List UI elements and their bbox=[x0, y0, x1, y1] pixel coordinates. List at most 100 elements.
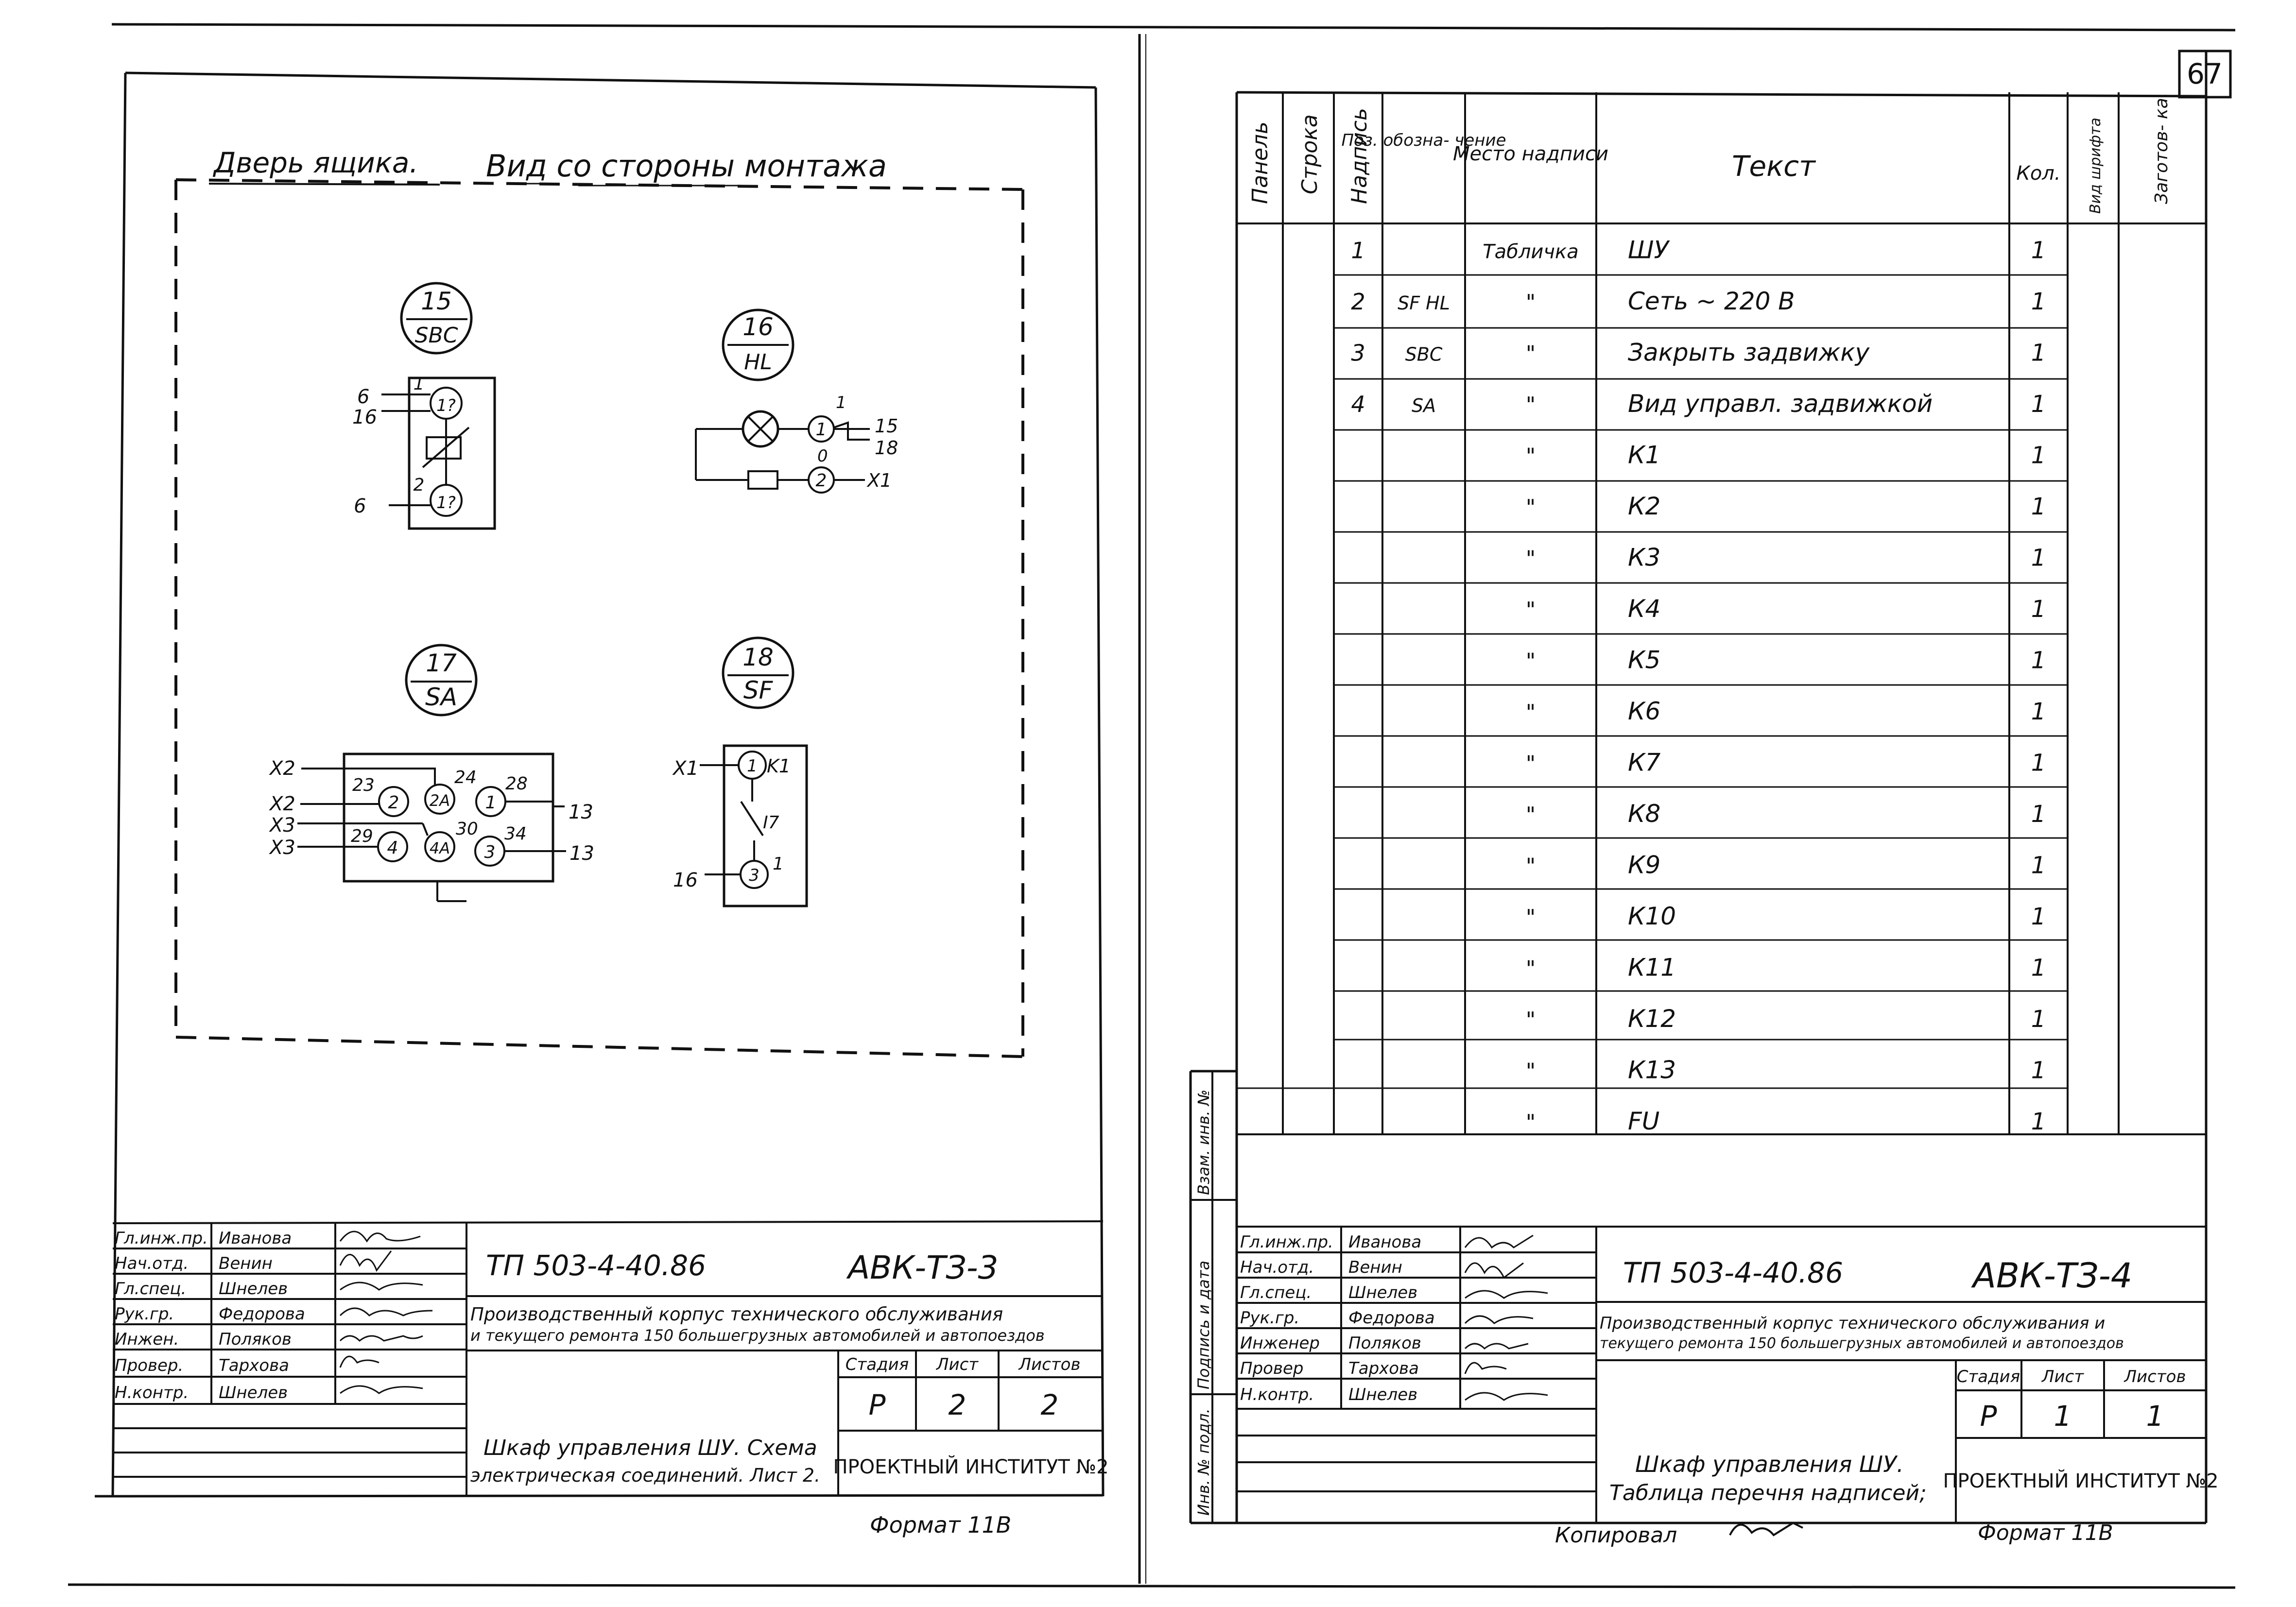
cell-text: К11 bbox=[1628, 954, 1676, 982]
cell-place: " bbox=[1526, 649, 1536, 674]
left-name-3: Федорова bbox=[219, 1304, 305, 1324]
col-qty: Кол. bbox=[2016, 162, 2060, 185]
table-row: " К2 1 bbox=[1526, 492, 2046, 520]
c18-ref: 18 bbox=[742, 643, 774, 671]
right-project-line2: текущего ремонта 150 большегрузных автом… bbox=[1600, 1335, 2124, 1352]
cell-qty: 1 bbox=[2031, 1006, 2046, 1033]
right-name-1: Венин bbox=[1348, 1258, 1402, 1277]
c18-i7: I7 bbox=[763, 813, 779, 833]
cell-place: " bbox=[1526, 495, 1536, 520]
cell-place: " bbox=[1526, 700, 1536, 725]
table-row: " К1 1 bbox=[1526, 441, 2046, 469]
left-stamp: Гл.инж.пр. Нач.отд. Гл.спец. Рук.гр. Инж… bbox=[112, 1220, 1109, 1496]
left-name-6: Шнелев bbox=[219, 1383, 288, 1402]
c16-label-1: 1 bbox=[836, 393, 846, 412]
c15-terminal-lower: 2 bbox=[414, 475, 425, 495]
right-signatures bbox=[1464, 1234, 1548, 1401]
left-sheet: 2 bbox=[949, 1388, 967, 1421]
c15-wire-6: 6 bbox=[357, 386, 369, 408]
side-label-2: Инв. № подл. bbox=[1194, 1408, 1213, 1516]
right-sheets: 1 bbox=[2146, 1400, 2164, 1433]
component-15-sbc: 15 SBC 1? 1? 1 2 6 16 6 bbox=[352, 282, 496, 530]
c18-k1: K1 bbox=[767, 755, 791, 777]
right-format: Формат 11В bbox=[1978, 1521, 2113, 1545]
left-sheet-header: Лист bbox=[935, 1355, 979, 1374]
left-name-0: Иванова bbox=[219, 1229, 292, 1248]
c16-wire-x1: X1 bbox=[866, 470, 892, 491]
c17-c2: 2 bbox=[388, 793, 399, 813]
cell-text: К2 bbox=[1628, 492, 1660, 520]
c17-name: SA bbox=[425, 683, 457, 711]
c15-name: SBC bbox=[415, 323, 458, 348]
cell-text: К4 bbox=[1628, 595, 1660, 623]
cell-place: " bbox=[1526, 803, 1536, 827]
cell-qty: 1 bbox=[2031, 1057, 2046, 1084]
cell-place: " bbox=[1526, 342, 1536, 366]
left-name-4: Поляков bbox=[219, 1330, 292, 1349]
cell-text: К1 bbox=[1628, 441, 1660, 469]
cell-place: " bbox=[1526, 854, 1536, 879]
left-drawing-line1: Шкаф управления ШУ. Схема bbox=[483, 1436, 817, 1460]
table-header: Панель Строка Надпись Поз. обозна- чение… bbox=[1248, 92, 2172, 214]
copied-signature bbox=[1729, 1522, 1803, 1537]
cell-position: SF HL bbox=[1398, 292, 1450, 314]
right-stage: Р bbox=[1980, 1400, 1997, 1433]
cell-qty: 1 bbox=[2031, 801, 2046, 828]
left-view-label: Вид со стороны монтажа bbox=[486, 148, 887, 184]
left-role-6: Н.контр. bbox=[115, 1383, 189, 1402]
right-name-6: Шнелев bbox=[1348, 1385, 1417, 1404]
inscriptions-table-grid bbox=[1237, 92, 2207, 1135]
c16-node-2: 2 bbox=[816, 471, 827, 491]
cell-place: " bbox=[1526, 957, 1536, 981]
c17-x3b: X3 bbox=[269, 837, 295, 859]
right-role-2: Гл.спец. bbox=[1240, 1283, 1312, 1302]
c18-w16: 16 bbox=[673, 869, 698, 891]
cell-qty: 1 bbox=[2031, 493, 2046, 520]
cell-place: " bbox=[1526, 547, 1536, 571]
c17-c4: 4 bbox=[387, 838, 398, 858]
left-name-5: Тархова bbox=[219, 1356, 289, 1375]
cell-place: " bbox=[1526, 290, 1536, 315]
cell-inscription-no: 3 bbox=[1351, 340, 1365, 366]
c17-c3: 3 bbox=[484, 842, 496, 862]
c17-t29: 29 bbox=[351, 826, 373, 846]
c16-wire-18: 18 bbox=[875, 437, 898, 459]
left-title: Дверь ящика. bbox=[212, 146, 418, 179]
left-role-1: Нач.отд. bbox=[115, 1254, 189, 1273]
cell-text: К7 bbox=[1628, 749, 1660, 777]
cell-place: " bbox=[1526, 905, 1536, 930]
cell-qty: 1 bbox=[2031, 442, 2046, 469]
left-doc-code: ТП 503-4-40.86 bbox=[486, 1249, 706, 1282]
cell-text: К3 bbox=[1628, 544, 1660, 572]
right-name-3: Федорова bbox=[1348, 1308, 1435, 1328]
cell-place: " bbox=[1526, 1059, 1536, 1084]
cell-place: " bbox=[1526, 444, 1536, 469]
c17-t23: 23 bbox=[352, 775, 375, 795]
cell-text: Сеть ~ 220 В bbox=[1628, 287, 1795, 315]
c18-one: 1 bbox=[773, 854, 784, 874]
cell-text: К8 bbox=[1628, 800, 1660, 828]
right-sheet-code: АВК-ТЗ-4 bbox=[1971, 1256, 2132, 1296]
left-name-2: Шнелев bbox=[219, 1279, 288, 1299]
left-sheets: 2 bbox=[1041, 1388, 1059, 1421]
right-stamp: Гл.инж.пр. Нач.отд. Гл.спец. Рук.гр. Инж… bbox=[1237, 1226, 2219, 1523]
col-inscription: Надпись bbox=[1347, 108, 1372, 204]
left-format: Формат 11В bbox=[870, 1512, 1011, 1538]
c17-x2b: X2 bbox=[269, 793, 295, 815]
right-sheet: 1 bbox=[2054, 1400, 2072, 1433]
table-row: " К8 1 bbox=[1526, 800, 2046, 828]
cell-place: Табличка bbox=[1483, 241, 1578, 263]
cell-place: " bbox=[1526, 1110, 1536, 1135]
inscriptions-row-lines bbox=[1237, 274, 2068, 1089]
